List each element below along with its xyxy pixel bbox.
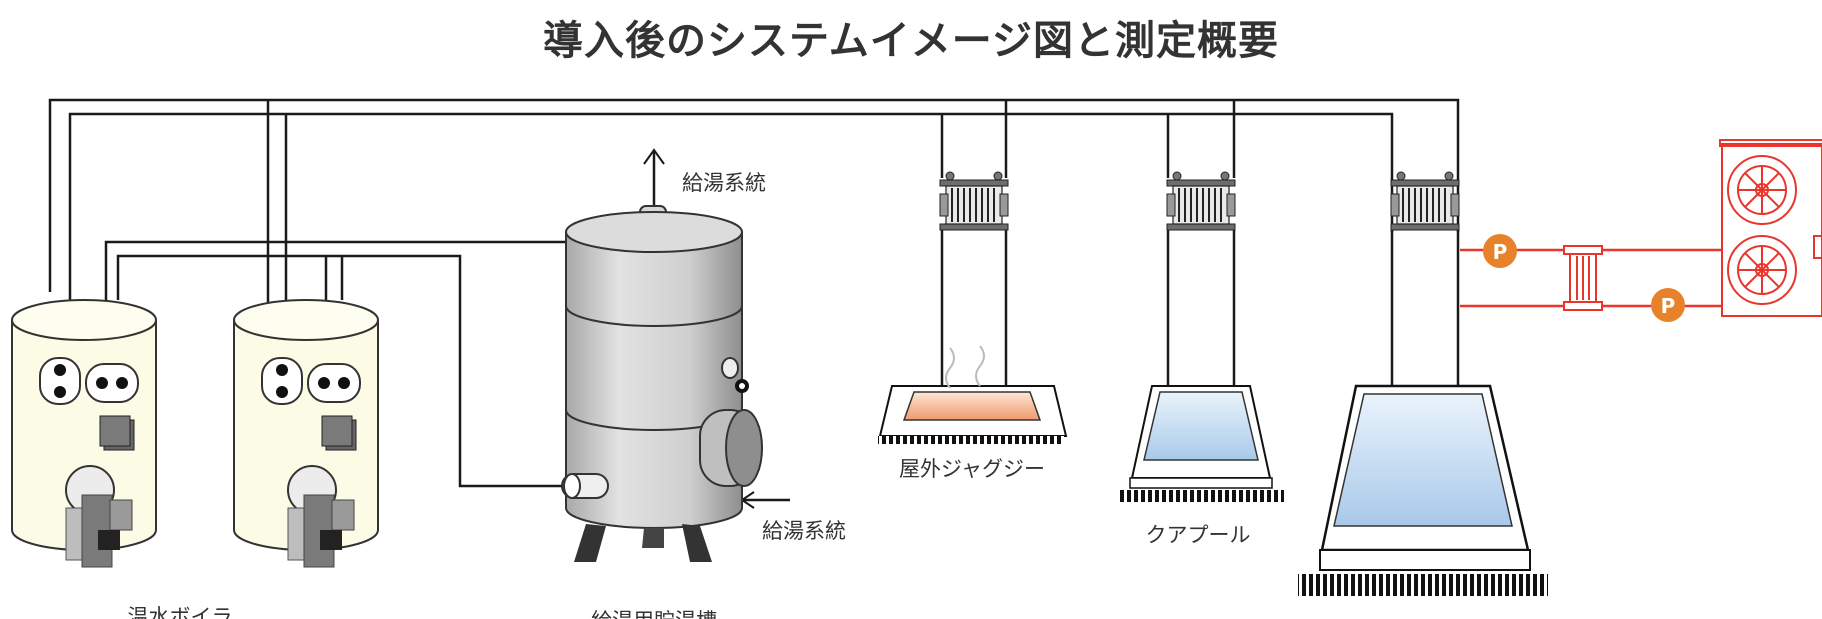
hot-water-system-top-label: 給湯系統	[682, 171, 766, 195]
heat-exchanger-heat-pump-icon	[1563, 245, 1603, 311]
large-pool-icon	[1298, 384, 1548, 596]
heat-exchanger-kua-pool-icon	[1166, 171, 1236, 231]
boiler-label: 温水ボイラ	[128, 605, 233, 619]
outdoor-jacuzzi-label: 屋外ジャグジー	[899, 457, 1045, 481]
boiler-2-icon	[233, 299, 379, 568]
kua-pool-icon	[1118, 385, 1284, 502]
outdoor-jacuzzi-icon	[878, 345, 1068, 444]
pump-2-icon: P	[1651, 288, 1685, 322]
diagram-title: 導入後のシステムイメージ図と測定概要	[543, 18, 1279, 64]
heat-pump-unit-icon	[1719, 139, 1822, 317]
heat-exchanger-large-pool-icon	[1390, 171, 1460, 231]
storage-tank-icon	[561, 205, 763, 562]
boiler-1-icon	[11, 299, 157, 568]
kua-pool-label: クアプール	[1146, 523, 1251, 547]
pump-2-label: P	[1661, 294, 1676, 318]
pump-1-label: P	[1493, 240, 1508, 264]
pump-1-icon: P	[1483, 234, 1517, 268]
hot-water-system-bottom-label: 給湯系統	[762, 519, 846, 543]
heat-exchanger-jacuzzi-icon	[939, 171, 1009, 231]
storage-tank-label: 給湯用貯湯槽	[591, 609, 717, 619]
piping-network	[48, 98, 1460, 509]
